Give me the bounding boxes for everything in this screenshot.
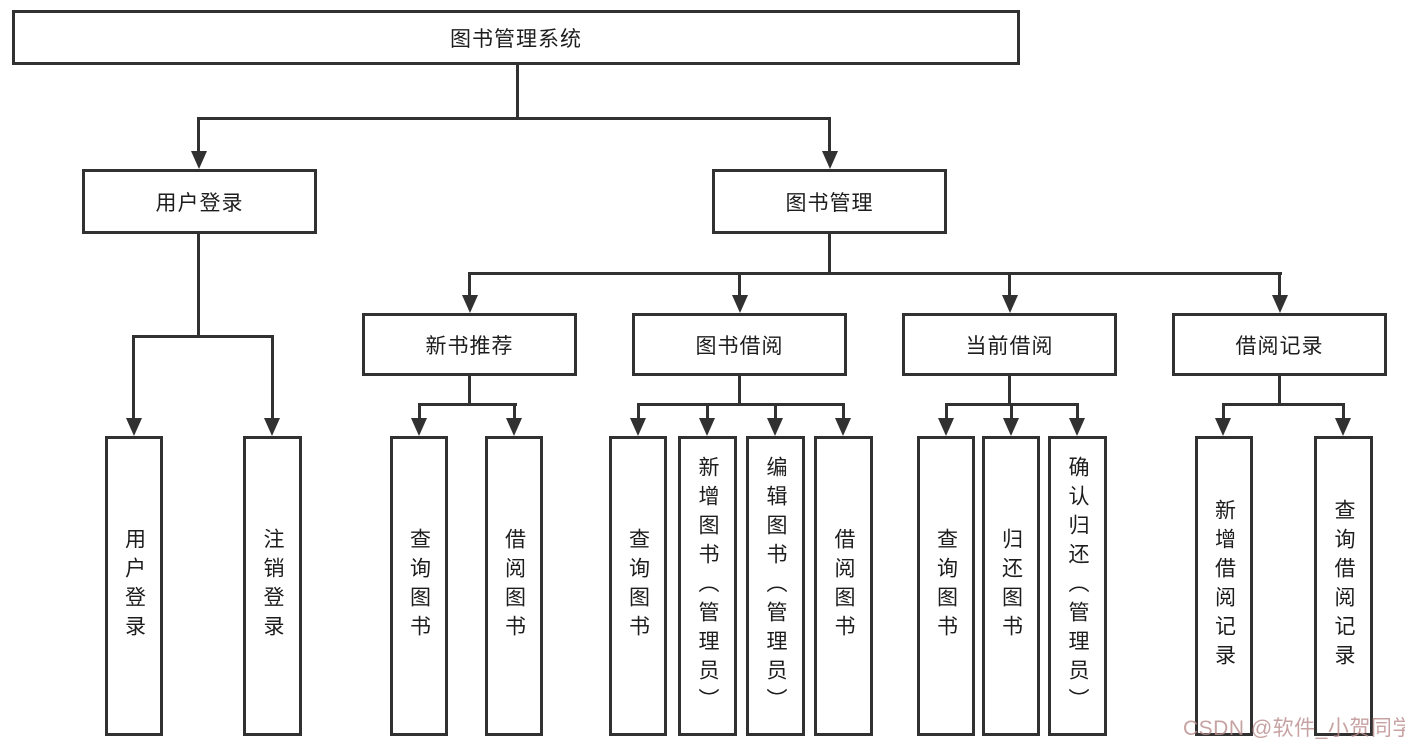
connector-line xyxy=(1008,272,1011,297)
leaf-borrow-books-2: 借阅图书 xyxy=(814,436,873,736)
arrowhead xyxy=(1069,418,1085,436)
connector-line xyxy=(1076,403,1079,419)
arrowhead xyxy=(732,295,748,313)
arrowhead xyxy=(1272,295,1288,313)
arrowhead xyxy=(191,151,207,169)
arrowhead xyxy=(630,418,646,436)
arrowhead xyxy=(1003,418,1019,436)
connector-line xyxy=(1278,272,1281,297)
node-book-borrowing: 图书借阅 xyxy=(632,313,847,376)
leaf-confirm-return-admin: 确认归还（管理员） xyxy=(1048,436,1107,736)
connector-line xyxy=(516,63,519,119)
connector-line xyxy=(468,376,471,406)
connector-line xyxy=(197,234,200,338)
connector-line xyxy=(468,272,471,297)
arrowhead xyxy=(1215,418,1231,436)
leaf-return-books: 归还图书 xyxy=(982,436,1040,736)
connector-line xyxy=(738,376,741,406)
connector-line xyxy=(738,272,741,297)
arrowhead xyxy=(264,418,280,436)
leaf-logout: 注销登录 xyxy=(243,436,302,736)
connector-line xyxy=(468,272,1282,275)
arrowhead xyxy=(938,418,954,436)
leaf-query-books-3: 查询图书 xyxy=(917,436,975,736)
connector-line xyxy=(1342,403,1345,419)
connector-line xyxy=(418,403,421,419)
connector-line xyxy=(842,403,845,419)
connector-line xyxy=(1010,403,1013,419)
node-book-management: 图书管理 xyxy=(712,169,947,234)
csdn-watermark: CSDN @软件_小贺同学 xyxy=(1183,717,1405,740)
node-user-login: 用户登录 xyxy=(82,169,317,234)
arrowhead xyxy=(1335,418,1351,436)
arrowhead xyxy=(767,418,783,436)
node-root: 图书管理系统 xyxy=(12,10,1020,65)
arrowhead xyxy=(1002,295,1018,313)
node-borrowing-records: 借阅记录 xyxy=(1172,313,1387,376)
connector-line xyxy=(197,117,831,120)
arrowhead xyxy=(506,418,522,436)
leaf-user-login: 用户登录 xyxy=(105,436,163,736)
connector-line xyxy=(1222,403,1345,406)
connector-line xyxy=(1222,403,1225,419)
connector-line xyxy=(513,403,516,419)
connector-line xyxy=(197,117,200,153)
connector-line xyxy=(132,335,274,338)
leaf-query-books-1: 查询图书 xyxy=(390,436,448,736)
connector-line xyxy=(132,335,135,419)
connector-line xyxy=(945,403,948,419)
connector-line xyxy=(637,403,640,419)
connector-line xyxy=(418,403,517,406)
connector-line xyxy=(1008,376,1011,406)
connector-line xyxy=(706,403,709,419)
arrowhead xyxy=(835,418,851,436)
arrowhead xyxy=(699,418,715,436)
arrowhead xyxy=(462,295,478,313)
connector-line xyxy=(828,234,831,275)
arrowhead xyxy=(822,151,838,169)
connector-line xyxy=(774,403,777,419)
arrowhead xyxy=(126,418,142,436)
connector-line xyxy=(637,403,845,406)
leaf-query-books-2: 查询图书 xyxy=(609,436,667,736)
arrowhead xyxy=(411,418,427,436)
leaf-add-books-admin: 新增图书（管理员） xyxy=(678,436,737,736)
connector-line xyxy=(1278,376,1281,406)
node-new-book-recommend: 新书推荐 xyxy=(362,313,577,376)
connector-line xyxy=(828,117,831,153)
leaf-borrow-books-1: 借阅图书 xyxy=(485,436,543,736)
leaf-add-borrow-record: 新增借阅记录 xyxy=(1195,436,1253,736)
leaf-edit-books-admin: 编辑图书（管理员） xyxy=(746,436,805,736)
connector-line xyxy=(271,335,274,419)
leaf-query-borrow-record: 查询借阅记录 xyxy=(1314,436,1373,736)
node-current-borrowing: 当前借阅 xyxy=(902,313,1117,376)
